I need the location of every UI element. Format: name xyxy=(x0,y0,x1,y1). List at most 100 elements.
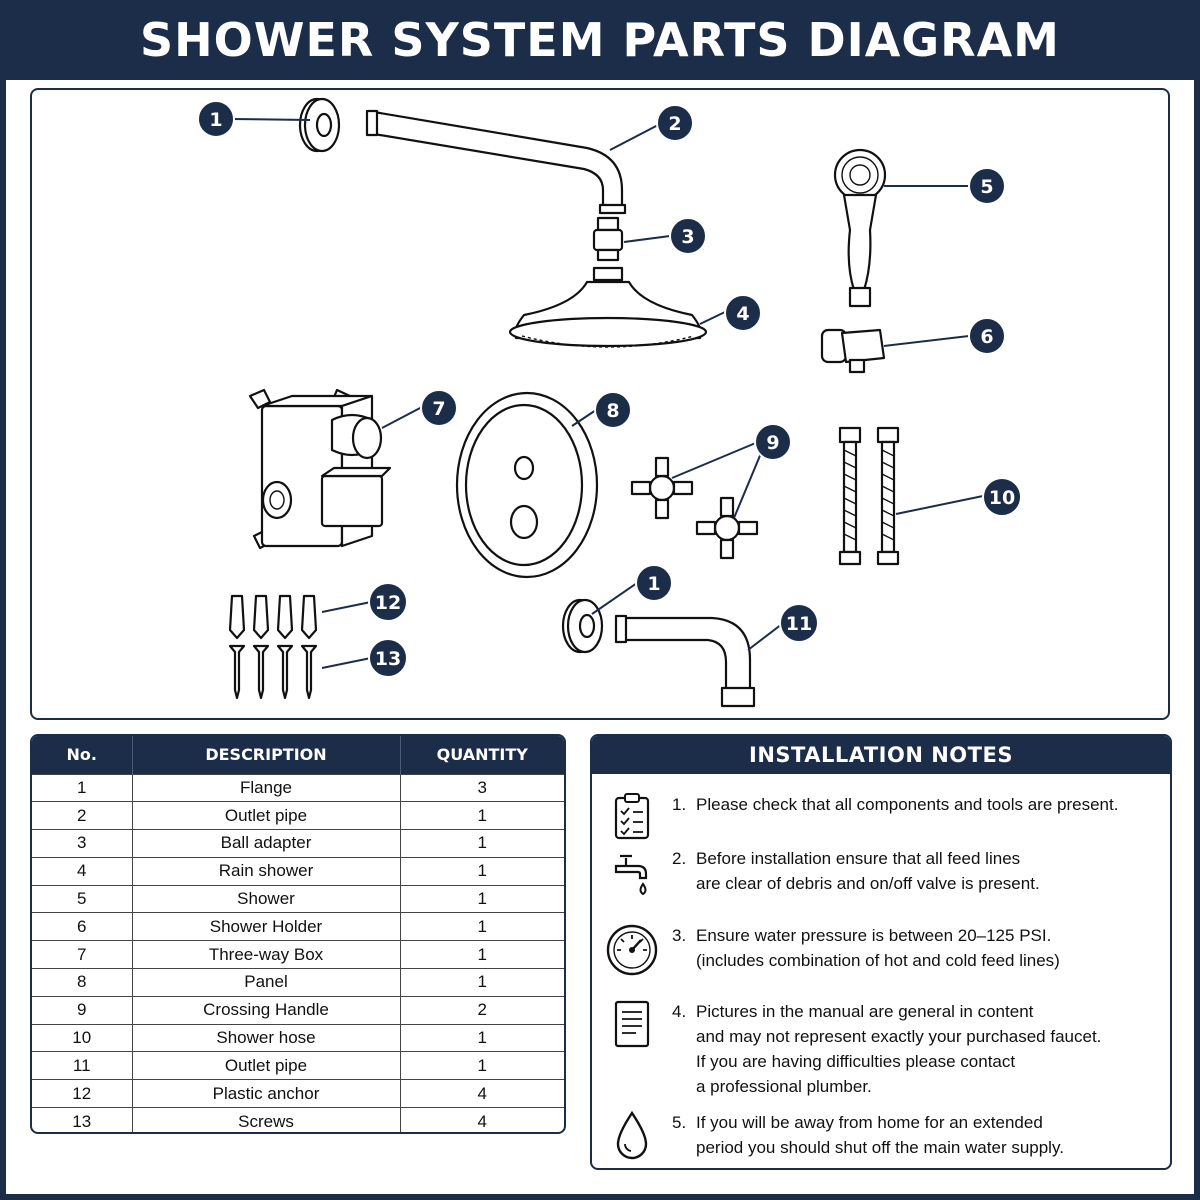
note-item-1: 1. Please check that all components and … xyxy=(592,792,1170,842)
part-ball-adapter xyxy=(592,216,624,262)
installation-notes-header: INSTALLATION NOTES xyxy=(592,736,1170,774)
cell-description: Screws xyxy=(132,1107,401,1132)
svg-text:1: 1 xyxy=(209,109,222,131)
faucet-drop-icon xyxy=(592,846,672,898)
svg-text:5: 5 xyxy=(980,176,993,198)
callout-1-bottom: 1 xyxy=(635,564,673,602)
note-item-2: 2. Before installation ensure that all f… xyxy=(592,846,1170,898)
svg-text:8: 8 xyxy=(606,400,619,422)
header-quantity: QUANTITY xyxy=(436,745,528,765)
callout-8: 8 xyxy=(594,391,632,429)
callout-13: 13 xyxy=(368,638,408,678)
cell-quantity: 1 xyxy=(400,912,564,941)
installation-notes: INSTALLATION NOTES 1. Please check that … xyxy=(590,734,1172,1170)
cell-no: 7 xyxy=(32,940,133,969)
svg-text:3: 3 xyxy=(681,226,694,248)
svg-text:6: 6 xyxy=(980,326,993,348)
cell-quantity: 3 xyxy=(400,773,564,802)
note-text: If you will be away from home for an ext… xyxy=(696,1113,1064,1157)
parts-table-header: No. DESCRIPTION QUANTITY xyxy=(32,736,564,774)
cell-quantity: 4 xyxy=(400,1079,564,1108)
cell-description: Outlet pipe xyxy=(132,1051,401,1080)
svg-text:1: 1 xyxy=(647,573,660,595)
cell-description: Ball adapter xyxy=(132,829,401,858)
svg-text:10: 10 xyxy=(989,487,1015,509)
cell-no: 6 xyxy=(32,912,133,941)
cell-quantity: 2 xyxy=(400,995,564,1025)
part-shower-hoses xyxy=(838,426,900,566)
cell-quantity: 1 xyxy=(400,884,564,913)
callout-11: 11 xyxy=(779,603,819,643)
note-item-5: 5. If you will be away from home for an … xyxy=(592,1110,1170,1162)
part-plastic-anchors xyxy=(228,594,318,640)
cell-quantity: 1 xyxy=(400,856,564,886)
document-icon xyxy=(592,999,672,1051)
cell-no: 3 xyxy=(32,829,133,858)
part-crossing-handle-2 xyxy=(695,496,759,560)
note-number: 2. xyxy=(672,849,687,868)
pressure-gauge-icon xyxy=(592,923,672,977)
cell-description: Shower Holder xyxy=(132,912,401,941)
callout-5: 5 xyxy=(968,167,1006,205)
cell-quantity: 1 xyxy=(400,801,564,830)
note-text: Ensure water pressure is between 20–125 … xyxy=(696,926,1060,970)
svg-text:12: 12 xyxy=(375,592,401,614)
part-outlet-pipe-bottom xyxy=(614,614,756,708)
title-bar: SHOWER SYSTEM PARTS DIAGRAM xyxy=(0,0,1200,80)
callout-4: 4 xyxy=(724,294,762,332)
cell-description: Shower hose xyxy=(132,1023,401,1052)
callout-3: 3 xyxy=(669,217,707,255)
part-rain-shower xyxy=(508,266,708,348)
part-hand-shower xyxy=(833,148,887,308)
callout-9: 9 xyxy=(754,423,792,461)
cell-quantity: 1 xyxy=(400,829,564,858)
callout-12: 12 xyxy=(368,582,408,622)
cell-no: 2 xyxy=(32,801,133,830)
svg-text:13: 13 xyxy=(375,648,401,670)
svg-text:11: 11 xyxy=(786,613,812,635)
note-number: 1. xyxy=(672,795,687,814)
cell-description: Panel xyxy=(132,968,401,997)
cell-quantity: 1 xyxy=(400,940,564,969)
callout-7: 7 xyxy=(420,389,458,427)
cell-quantity: 4 xyxy=(400,1107,564,1132)
cell-quantity: 1 xyxy=(400,1051,564,1080)
callout-2: 2 xyxy=(656,104,694,142)
part-outlet-pipe-top xyxy=(365,109,627,215)
cell-no: 1 xyxy=(32,773,133,802)
note-number: 5. xyxy=(672,1113,687,1132)
clipboard-checklist-icon xyxy=(592,792,672,842)
cell-no: 12 xyxy=(32,1079,133,1108)
svg-text:2: 2 xyxy=(668,113,681,135)
note-number: 4. xyxy=(672,1002,687,1021)
leader-lines xyxy=(230,118,984,669)
part-shower-holder xyxy=(820,328,886,374)
cell-description: Three-way Box xyxy=(132,940,401,969)
cell-description: Crossing Handle xyxy=(132,995,401,1025)
parts-diagram: 1 2 3 4 5 6 7 8 9 10 1 1 xyxy=(30,88,1170,720)
cell-no: 11 xyxy=(32,1051,133,1080)
callout-10: 10 xyxy=(982,477,1022,517)
cell-no: 13 xyxy=(32,1107,133,1132)
svg-text:4: 4 xyxy=(736,303,749,325)
note-item-3: 3. Ensure water pressure is between 20–1… xyxy=(592,923,1170,977)
cell-description: Outlet pipe xyxy=(132,801,401,830)
part-crossing-handle-1 xyxy=(630,456,694,520)
svg-text:7: 7 xyxy=(432,398,445,420)
cell-no: 5 xyxy=(32,884,133,913)
part-screws xyxy=(228,644,318,700)
water-drop-icon xyxy=(592,1110,672,1162)
part-panel xyxy=(455,391,599,579)
header-no: No. xyxy=(32,736,133,774)
note-text: Pictures in the manual are general in co… xyxy=(696,1002,1102,1096)
